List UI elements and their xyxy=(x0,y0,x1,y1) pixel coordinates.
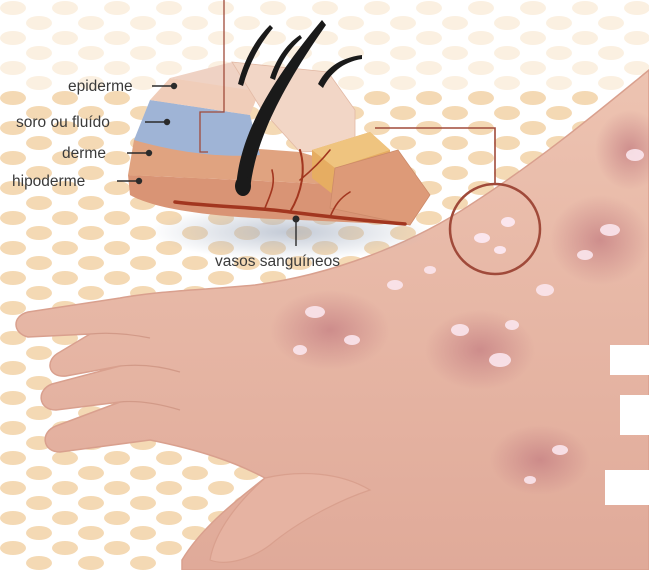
patch xyxy=(270,290,390,370)
blister xyxy=(293,345,307,355)
blister xyxy=(600,224,620,236)
blister xyxy=(424,266,436,274)
blister xyxy=(344,335,360,345)
blister xyxy=(489,353,511,367)
patch xyxy=(550,195,649,285)
label-vessels: vasos sanguíneos xyxy=(215,253,340,270)
blister xyxy=(552,445,568,455)
edge-mark xyxy=(620,395,649,435)
edge-mark xyxy=(610,345,649,375)
hypodermis-pointer-dot xyxy=(137,179,142,184)
blister xyxy=(577,250,593,260)
blister xyxy=(451,324,469,336)
blister xyxy=(501,217,515,227)
vessels-pointer-dot xyxy=(293,216,299,222)
blister xyxy=(387,280,403,290)
blister xyxy=(305,306,325,318)
dermis-pointer-dot xyxy=(147,151,152,156)
blister xyxy=(494,246,506,254)
blister xyxy=(626,149,644,161)
patch xyxy=(490,425,590,495)
label-dermis: derme xyxy=(62,145,106,162)
edge-mark xyxy=(605,470,649,505)
epidermis-pointer-dot xyxy=(172,84,177,89)
patch xyxy=(425,310,535,390)
blister xyxy=(524,476,536,484)
label-serum: soro ou fluído xyxy=(16,114,110,131)
label-hypodermis: hipoderme xyxy=(12,173,85,190)
blister xyxy=(505,320,519,330)
label-epidermis: epiderme xyxy=(68,78,133,95)
blister xyxy=(536,284,554,296)
serum-pointer-dot xyxy=(165,120,170,125)
blister xyxy=(474,233,490,243)
hair-bulb xyxy=(235,176,251,196)
